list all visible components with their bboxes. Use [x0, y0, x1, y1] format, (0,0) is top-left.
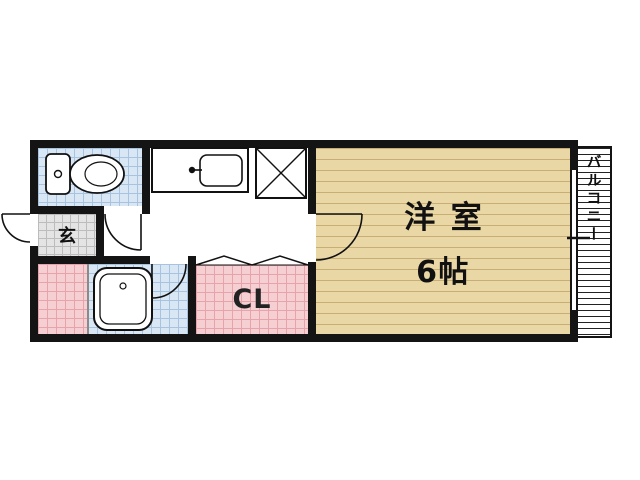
balcony-label: バルコニー — [584, 154, 603, 244]
wall-top — [30, 140, 578, 148]
wall-entrance-stub — [96, 214, 104, 256]
door-swing-icon — [315, 213, 363, 261]
wall-main-divider-lower — [308, 262, 316, 334]
wall-bottom — [30, 334, 578, 342]
wall-right-upper — [570, 140, 578, 170]
washer-pan-icon — [255, 147, 307, 199]
toilet-icon — [45, 153, 125, 195]
room-entrance-floor — [38, 214, 96, 256]
room-closet-label: CL — [232, 283, 272, 315]
folding-door-icon — [195, 255, 309, 266]
room-western-floor — [316, 148, 570, 334]
wall-main-divider-upper — [308, 148, 316, 214]
window-icon — [570, 170, 578, 310]
kitchen-sink-icon — [151, 147, 249, 193]
room-western-size: 6帖 — [416, 254, 470, 290]
room-closet-floor — [196, 265, 308, 334]
wall-toilet-bottom — [30, 206, 104, 214]
door-swing-icon — [104, 213, 142, 251]
bathtub-icon — [93, 267, 153, 331]
wall-washroom-top — [30, 256, 150, 264]
wall-left-upper — [30, 140, 38, 214]
door-swing-icon — [1, 213, 31, 243]
room-entrance-label: 玄 — [58, 226, 76, 247]
washroom-bath-divider-line — [87, 264, 89, 334]
wall-bath-closet-divider — [188, 256, 196, 334]
room-balcony: バルコニー — [576, 146, 612, 338]
wall-right-lower — [570, 310, 578, 342]
room-western-label: 洋室 6帖 — [316, 148, 570, 334]
room-western-name: 洋室 — [404, 199, 498, 236]
room-washroom-floor — [38, 264, 88, 334]
door-swing-icon — [151, 263, 187, 299]
wall-left-lower — [30, 246, 38, 342]
wall-toilet-right — [142, 148, 150, 214]
